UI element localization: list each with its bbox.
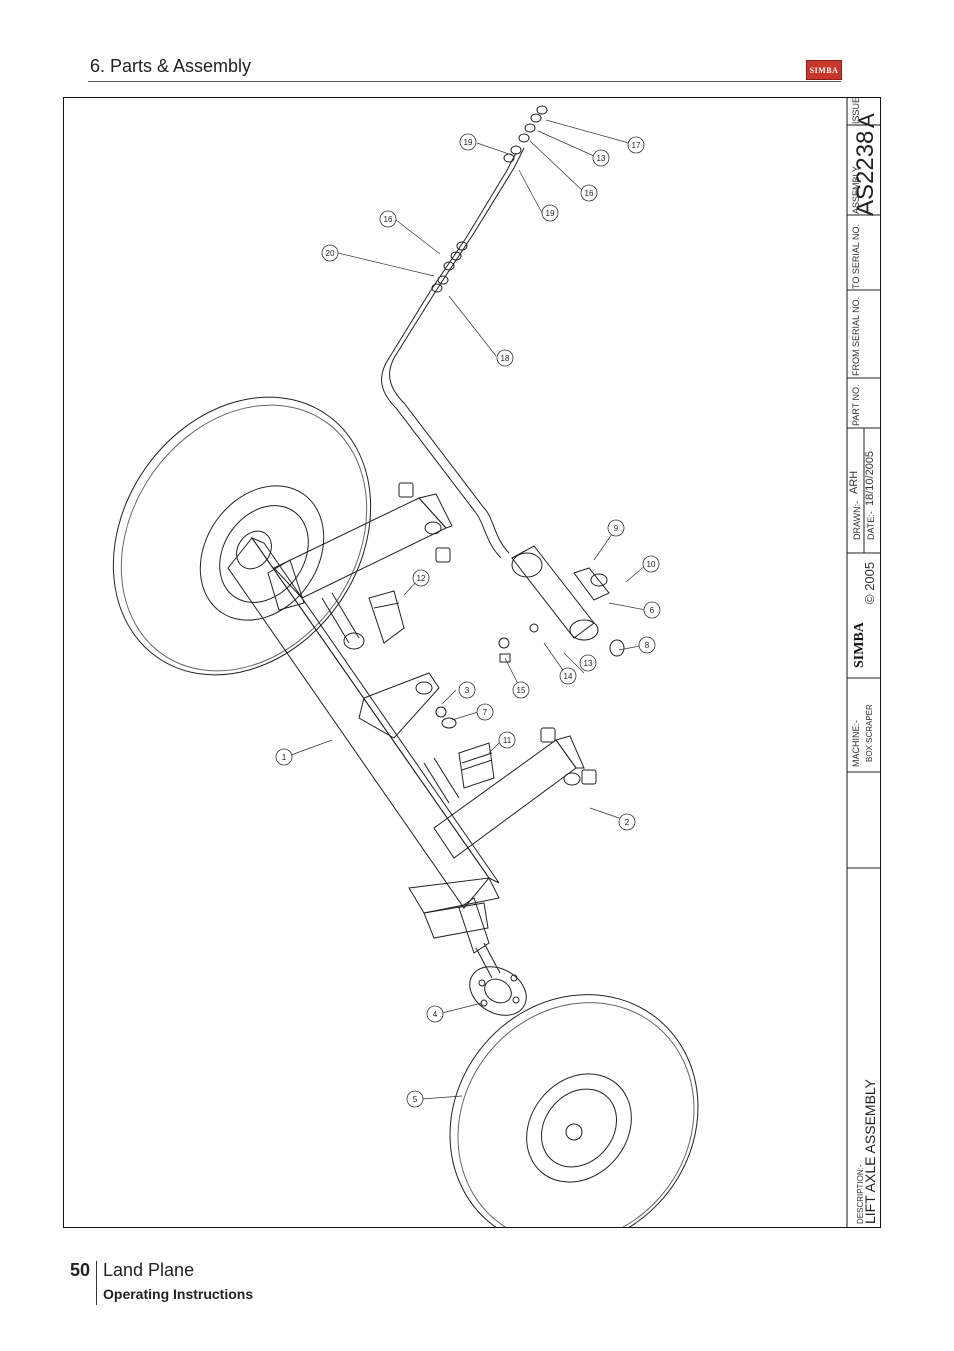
svg-text:19: 19 [546,209,555,218]
svg-text:5: 5 [413,1095,418,1104]
date-label: DATE:- [866,511,876,540]
drawn-label: DRAWN:- [852,500,862,540]
part-no-label: PART NO. [851,384,861,426]
svg-text:7: 7 [483,708,488,717]
callout-3: 3 [458,681,476,699]
section-title: 6. Parts & Assembly [90,56,252,76]
svg-text:18: 18 [501,354,510,363]
svg-text:15: 15 [517,686,526,695]
upper-arm [267,482,453,611]
pivot-bracket [358,672,457,739]
svg-text:17: 17 [632,141,641,150]
callout-12: 12 [412,569,430,587]
footer-title: Land Plane [103,1260,195,1280]
callout-15: 15 [512,681,530,699]
svg-text:20: 20 [326,249,335,258]
callout-4: 4 [426,1005,444,1023]
callout-7: 7 [476,703,494,721]
callout-8: 8 [638,636,656,654]
date-value: 18/10/2005 [864,450,876,506]
issue-value: A [854,113,879,128]
callout-11: 11 [498,731,516,749]
svg-text:10: 10 [647,560,656,569]
svg-text:3: 3 [465,686,470,695]
callout-9: 9 [607,519,625,537]
footer-subtitle: Operating Instructions [103,1286,254,1302]
parts-diagram [112,98,880,1227]
to-serial-label: TO SERIAL NO. [851,223,861,289]
lower-wheel [449,994,699,1227]
callout-1: 1 [275,748,293,766]
page-number: 50 [70,1260,91,1280]
svg-text:11: 11 [503,736,512,745]
svg-text:12: 12 [417,574,426,583]
logo-text: SIMBA [809,65,839,75]
svg-text:13: 13 [597,154,606,163]
callout-20: 20 [321,244,339,262]
footer-divider [96,1261,97,1305]
callout-13b: 13 [592,149,610,167]
lower-arm [433,727,597,859]
drawing-frame [63,97,881,1228]
hub [469,966,527,1016]
svg-text:14: 14 [564,672,573,681]
svg-text:4: 4 [433,1010,438,1019]
machine-label: MACHINE:- [851,720,861,767]
callout-2: 2 [618,813,636,831]
callout-16b: 16 [379,210,397,228]
callout-19b: 19 [541,204,559,222]
svg-text:13: 13 [584,659,593,668]
from-serial-label: FROM SERIAL NO. [851,296,861,376]
callout-17: 17 [627,136,645,154]
callout-16a: 16 [580,184,598,202]
callout-13a: 13 [579,654,597,672]
axle-beam [227,536,500,939]
stub-axle [458,897,501,979]
hydraulic-cylinder [498,545,625,663]
header-rule [88,81,841,82]
simba-logo: SIMBA [806,60,842,80]
svg-text:2: 2 [625,818,630,827]
leader-lines [290,119,648,1100]
clamp-11 [458,742,495,789]
svg-text:6: 6 [650,606,655,615]
callout-5: 5 [406,1090,424,1108]
callout-19a: 19 [459,133,477,151]
callout-18: 18 [496,349,514,367]
description-value: LIFT AXLE ASSEMBLY [862,1079,878,1224]
callout-10: 10 [642,555,660,573]
callout-14: 14 [559,667,577,685]
cross-shaft [321,592,460,804]
copyright: © 2005 [862,561,877,604]
machine-value: BOX SCRAPER [865,704,874,762]
svg-text:1: 1 [282,753,287,762]
svg-text:19: 19 [464,138,473,147]
callout-6: 6 [643,601,661,619]
svg-text:8: 8 [645,641,650,650]
clamp-12 [368,590,405,644]
drawn-value: ARH [848,470,860,494]
svg-text:16: 16 [585,189,594,198]
hydraulic-hoses [381,105,548,559]
assembly-value: AS2238 [852,130,879,216]
svg-text:9: 9 [614,524,619,533]
svg-text:16: 16 [384,215,393,224]
